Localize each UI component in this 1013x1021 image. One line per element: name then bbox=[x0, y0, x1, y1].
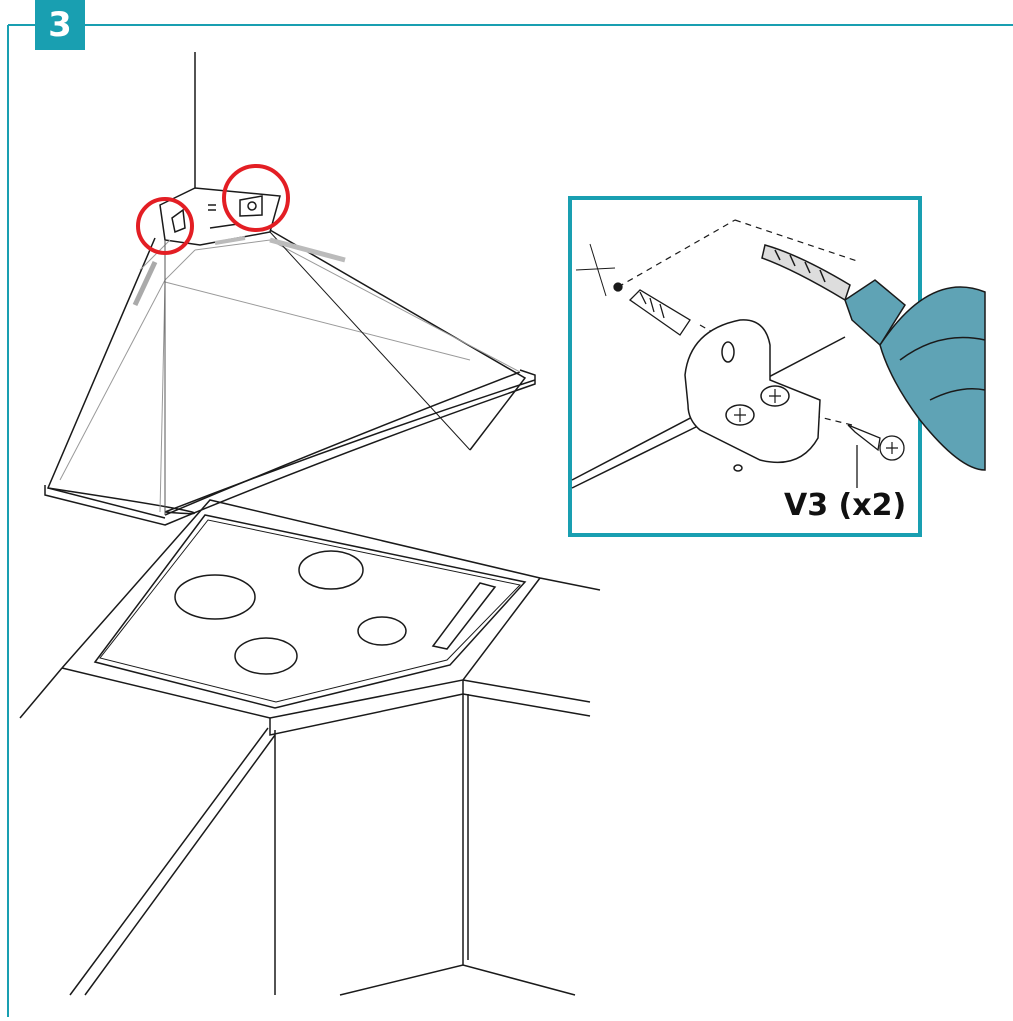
step-frame bbox=[7, 24, 1013, 1017]
detail-inset bbox=[568, 196, 986, 537]
wall-plug-icon bbox=[613, 282, 691, 336]
bracket-highlight bbox=[136, 164, 290, 255]
step-number: 3 bbox=[35, 0, 85, 50]
screw-label: V3 (x2) bbox=[784, 488, 907, 523]
chimney-hood bbox=[44, 52, 536, 526]
cooktop bbox=[19, 499, 601, 996]
drill-icon bbox=[761, 244, 986, 471]
screw-icon bbox=[847, 424, 905, 488]
